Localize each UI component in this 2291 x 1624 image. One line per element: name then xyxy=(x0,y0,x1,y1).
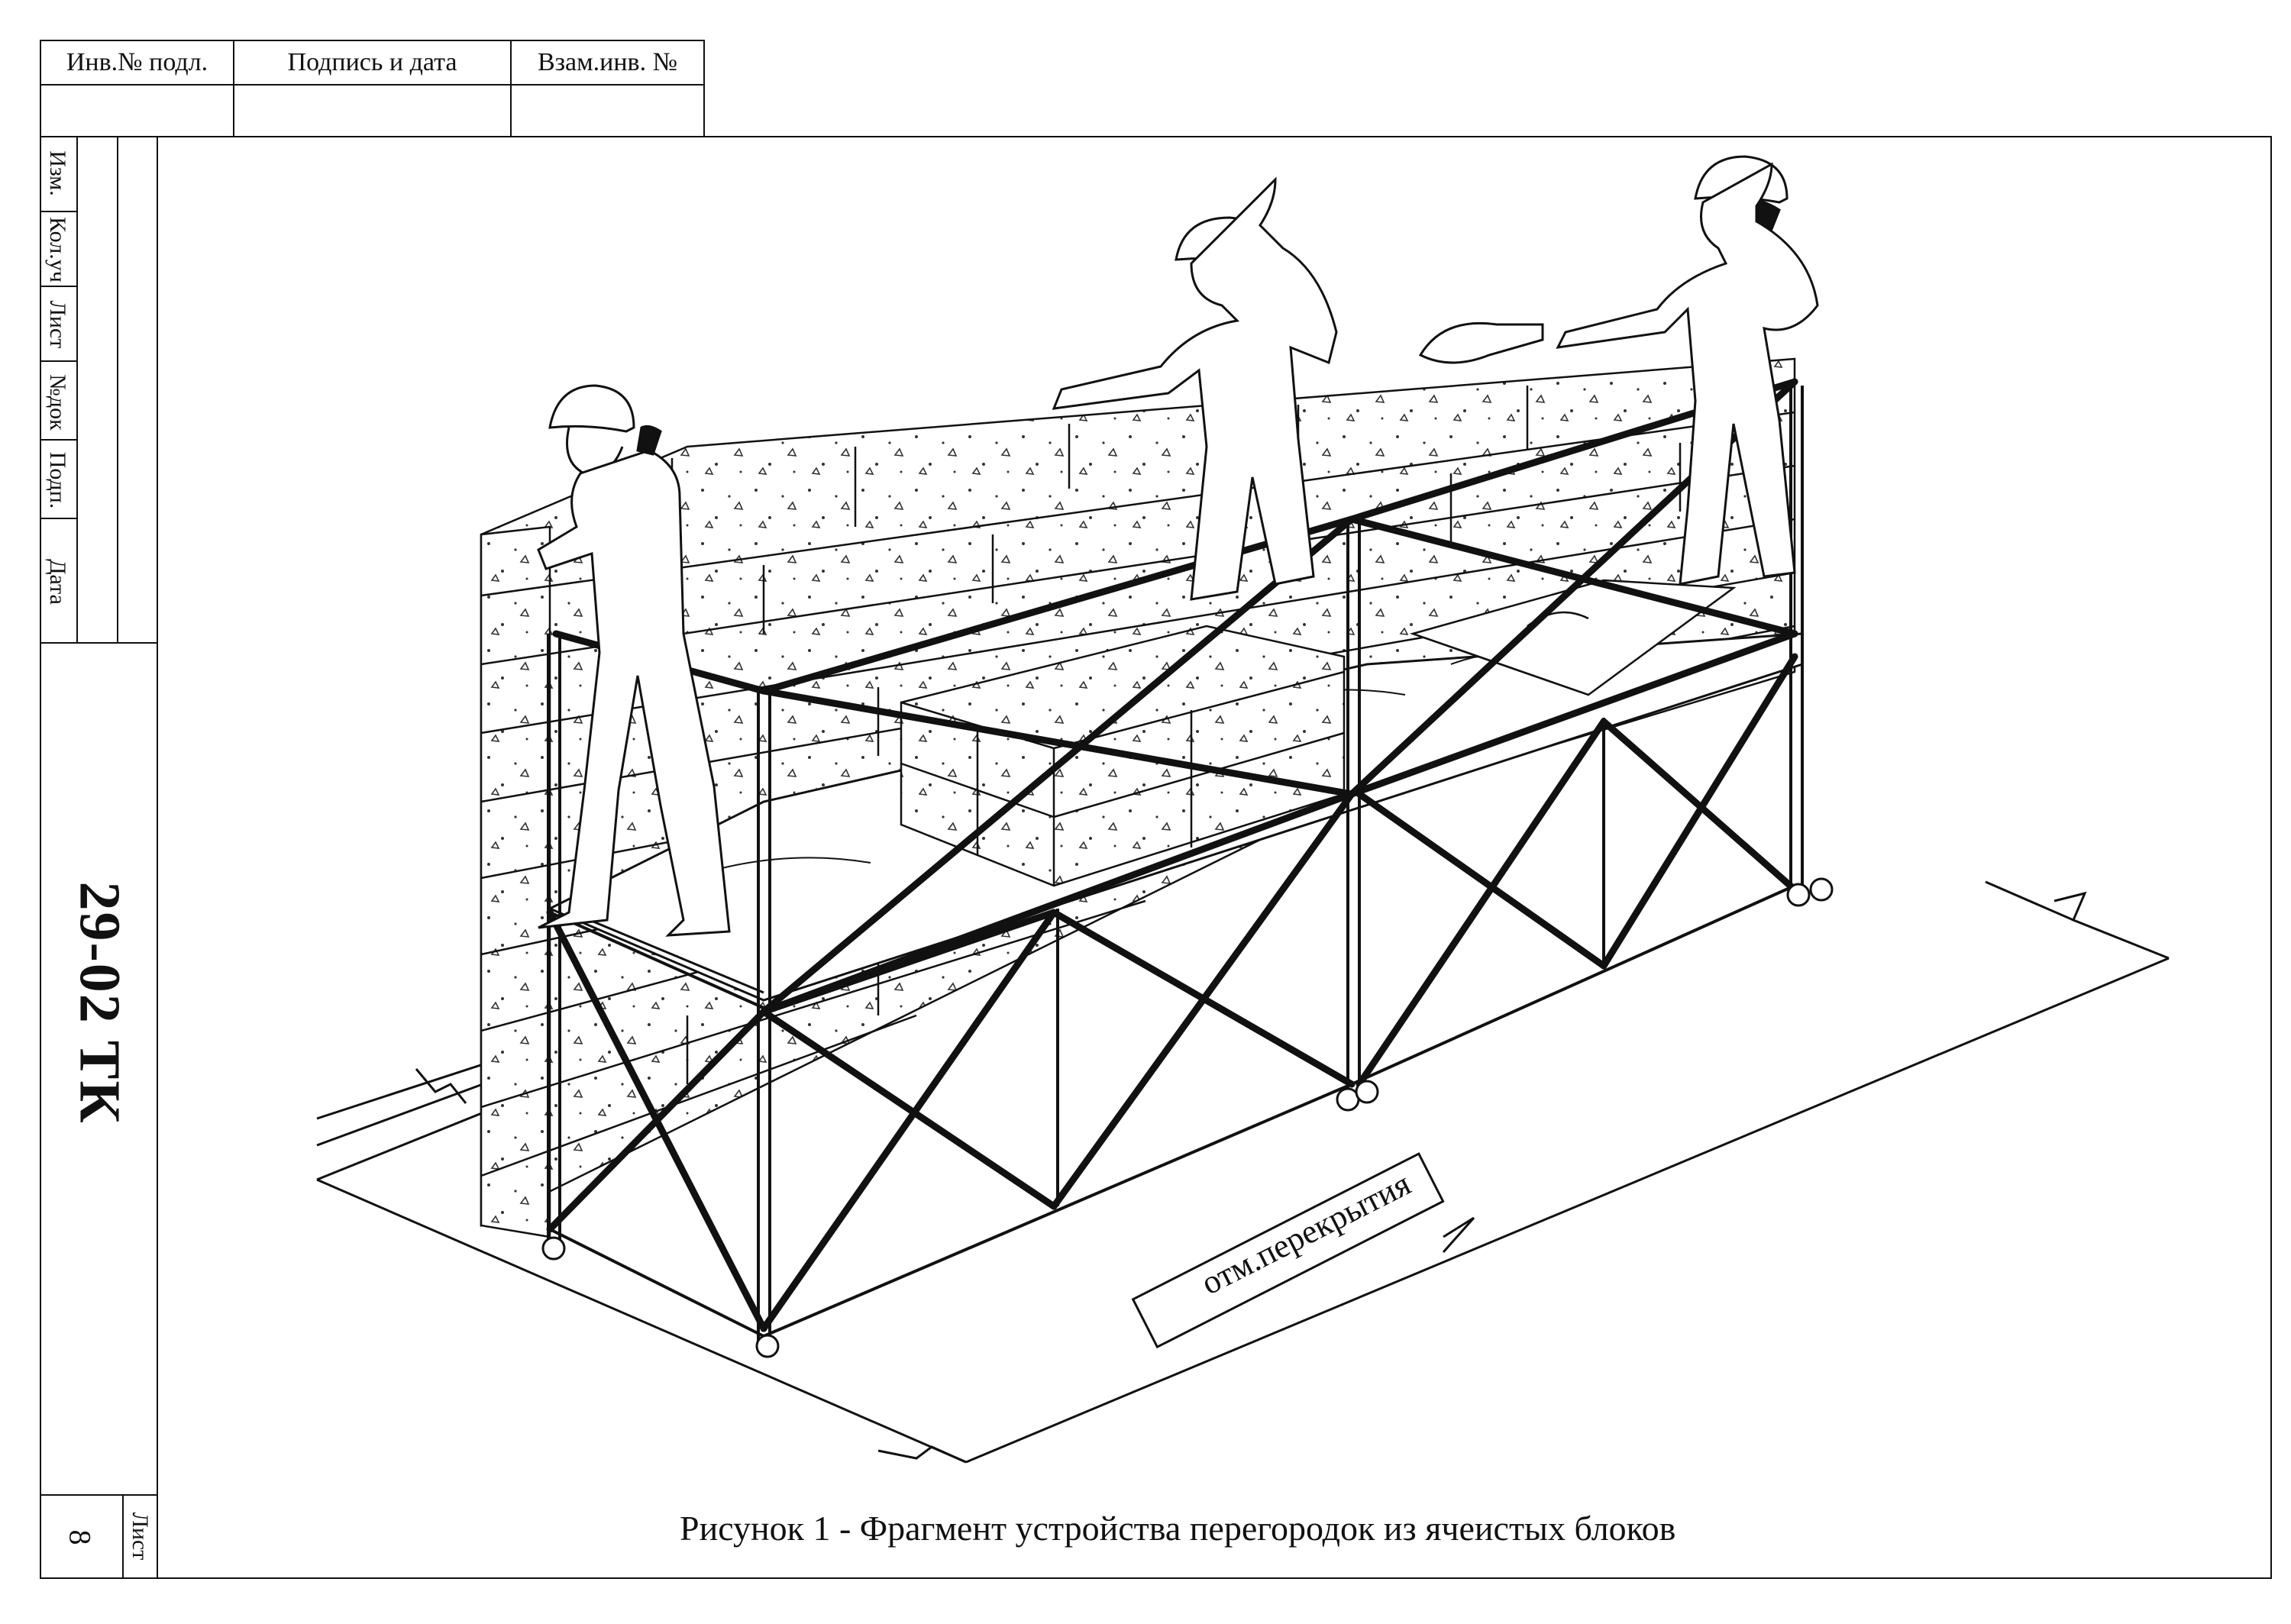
figure-caption: Рисунок 1 - Фрагмент устройства перегоро… xyxy=(680,1509,1676,1548)
worker-middle xyxy=(1052,176,1338,601)
worker-left xyxy=(537,384,731,937)
stamp-replace-inv-header: Взам.инв. № xyxy=(510,40,705,86)
floor-level-label-box xyxy=(1131,1152,1445,1349)
floor-slab xyxy=(316,880,2170,1464)
scaffold-base-plates xyxy=(541,877,1834,1358)
stamp-signature-label: Подпись и дата xyxy=(287,48,457,76)
drawing-frame xyxy=(157,136,2272,1579)
worker-right xyxy=(1418,155,1819,586)
stamp-replace-inv-label: Взам.инв. № xyxy=(537,48,678,76)
stamp-inv-number-label: Инв.№ подл. xyxy=(66,48,208,76)
